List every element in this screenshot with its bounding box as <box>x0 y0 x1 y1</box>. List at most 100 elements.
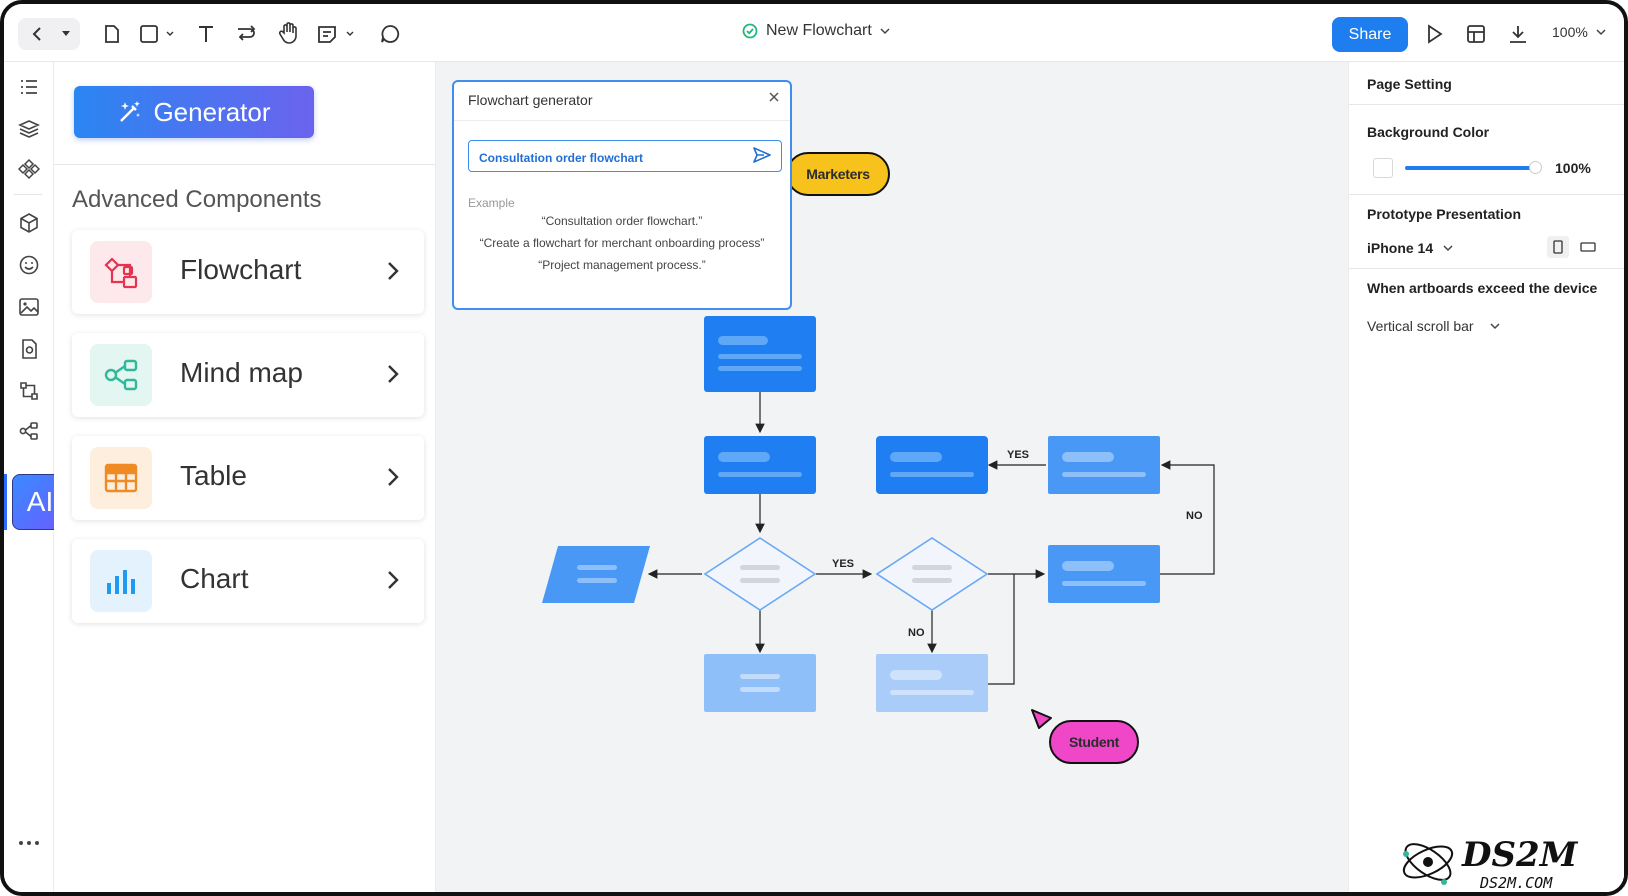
rail-layers-button[interactable] <box>16 116 42 142</box>
background-color-label: Background Color <box>1367 124 1490 140</box>
chevron-right-icon <box>388 365 399 383</box>
prototype-presentation-label: Prototype Presentation <box>1367 206 1522 222</box>
zoom-selector[interactable]: 100% <box>1552 24 1606 40</box>
scroll-option-value: Vertical scroll bar <box>1367 318 1474 334</box>
prompt-input[interactable]: Consultation order flowchart <box>468 140 782 172</box>
opacity-slider[interactable] <box>1405 166 1535 170</box>
portrait-button[interactable] <box>1547 236 1569 258</box>
example-item[interactable]: “Create a flowchart for merchant onboard… <box>479 236 765 250</box>
label-no-1: NO <box>908 627 925 639</box>
component-card-table[interactable]: Table <box>72 436 424 520</box>
node-process-1[interactable] <box>704 436 816 494</box>
sticky-note-icon <box>318 26 354 43</box>
layers-icon <box>18 120 40 138</box>
generator-button[interactable]: Generator <box>74 86 314 138</box>
rail-divider <box>14 194 42 195</box>
hand-tool-button[interactable] <box>276 20 302 46</box>
close-button[interactable] <box>768 90 780 108</box>
node-decision-1[interactable] <box>703 537 817 611</box>
flowchart-icon <box>90 241 152 303</box>
collaborator-cursor-marketers: Marketers <box>786 152 890 196</box>
component-card-chart[interactable]: Chart <box>72 539 424 623</box>
rail-mindmap-button[interactable] <box>16 418 42 444</box>
node-process-6[interactable] <box>1048 545 1160 603</box>
download-button[interactable] <box>1506 22 1530 46</box>
node-start[interactable] <box>704 316 816 392</box>
properties-panel: Page Setting Background Color 100% Proto… <box>1348 62 1624 892</box>
label-yes-2: YES <box>1007 449 1029 461</box>
rail-outline-button[interactable] <box>16 74 42 100</box>
connector-tool-button[interactable] <box>234 22 258 46</box>
back-button[interactable] <box>22 18 52 50</box>
ai-panel: Generator Advanced Components Flowchart … <box>54 62 436 892</box>
document-title-text: New Flowchart <box>766 22 872 39</box>
hand-icon <box>278 22 297 44</box>
shape-tool-button[interactable] <box>138 22 178 46</box>
components-icon <box>18 158 40 180</box>
card-label: Chart <box>180 563 249 594</box>
mind-map-icon <box>19 422 38 440</box>
node-process-3[interactable] <box>876 654 988 712</box>
label-no-2: NO <box>1186 510 1203 522</box>
opacity-slider-handle[interactable] <box>1529 161 1542 174</box>
rail-3d-button[interactable] <box>16 210 42 236</box>
example-item[interactable]: “Consultation order flowchart.” <box>541 214 703 228</box>
chevron-right-icon <box>388 571 399 589</box>
flowchart-icon <box>20 382 38 400</box>
ds2m-logo: DS2M DS2M.COM <box>1392 830 1624 892</box>
node-process-4[interactable] <box>876 436 988 494</box>
share-button[interactable]: Share <box>1332 17 1408 52</box>
landscape-button[interactable] <box>1577 236 1599 258</box>
flowchart-generator-popup: Flowchart generator Consultation order f… <box>452 80 792 310</box>
layout-button[interactable] <box>1464 22 1488 46</box>
chevron-right-icon <box>388 468 399 486</box>
device-selector[interactable]: iPhone 14 <box>1367 240 1453 256</box>
component-card-flowchart[interactable]: Flowchart <box>72 230 424 314</box>
download-icon <box>1510 26 1526 43</box>
present-button[interactable] <box>1422 22 1446 46</box>
section-title: Advanced Components <box>72 186 322 213</box>
history-dropdown-button[interactable] <box>54 18 78 50</box>
node-process-2[interactable] <box>704 654 816 712</box>
document-title[interactable]: New Flowchart <box>742 22 890 40</box>
play-icon <box>1428 24 1443 44</box>
opacity-value[interactable]: 100% <box>1555 160 1591 176</box>
text-tool-button[interactable] <box>194 22 218 46</box>
mind-map-icon <box>90 344 152 406</box>
panel-divider <box>54 164 436 165</box>
logo-brand: DS2M <box>1461 835 1579 875</box>
rail-file-button[interactable] <box>16 336 42 362</box>
rail-components-button[interactable] <box>16 156 42 182</box>
phone-landscape-icon <box>1580 242 1596 252</box>
generator-label: Generator <box>153 96 271 127</box>
chevron-left-icon <box>32 27 41 41</box>
card-label: Mind map <box>180 357 303 388</box>
node-input[interactable] <box>542 546 650 603</box>
chevron-right-icon <box>388 262 399 280</box>
page-icon <box>105 25 119 43</box>
rail-flowchart-button[interactable] <box>16 378 42 404</box>
rail-more-button[interactable] <box>16 830 42 856</box>
comment-tool-button[interactable] <box>378 22 402 46</box>
exceed-device-label: When artboards exceed the device <box>1367 280 1598 296</box>
example-item[interactable]: “Project management process.” <box>538 258 706 272</box>
background-color-swatch[interactable] <box>1373 158 1393 178</box>
connectors <box>647 392 1215 685</box>
saved-check-icon <box>742 23 758 39</box>
comment-icon <box>381 25 400 43</box>
connector-icon <box>238 25 256 41</box>
note-tool-button[interactable] <box>316 22 360 46</box>
scroll-option-selector[interactable]: Vertical scroll bar <box>1367 318 1500 334</box>
rail-image-button[interactable] <box>16 294 42 320</box>
node-decision-2[interactable] <box>875 537 989 611</box>
component-card-mind-map[interactable]: Mind map <box>72 333 424 417</box>
list-icon <box>21 80 37 94</box>
node-process-5[interactable] <box>1048 436 1160 494</box>
chevron-down-icon <box>1443 245 1453 252</box>
send-button[interactable] <box>752 146 772 169</box>
image-icon <box>19 298 39 316</box>
popup-divider <box>454 120 790 121</box>
rail-emoji-button[interactable] <box>16 252 42 278</box>
page-tool-button[interactable] <box>100 22 124 46</box>
